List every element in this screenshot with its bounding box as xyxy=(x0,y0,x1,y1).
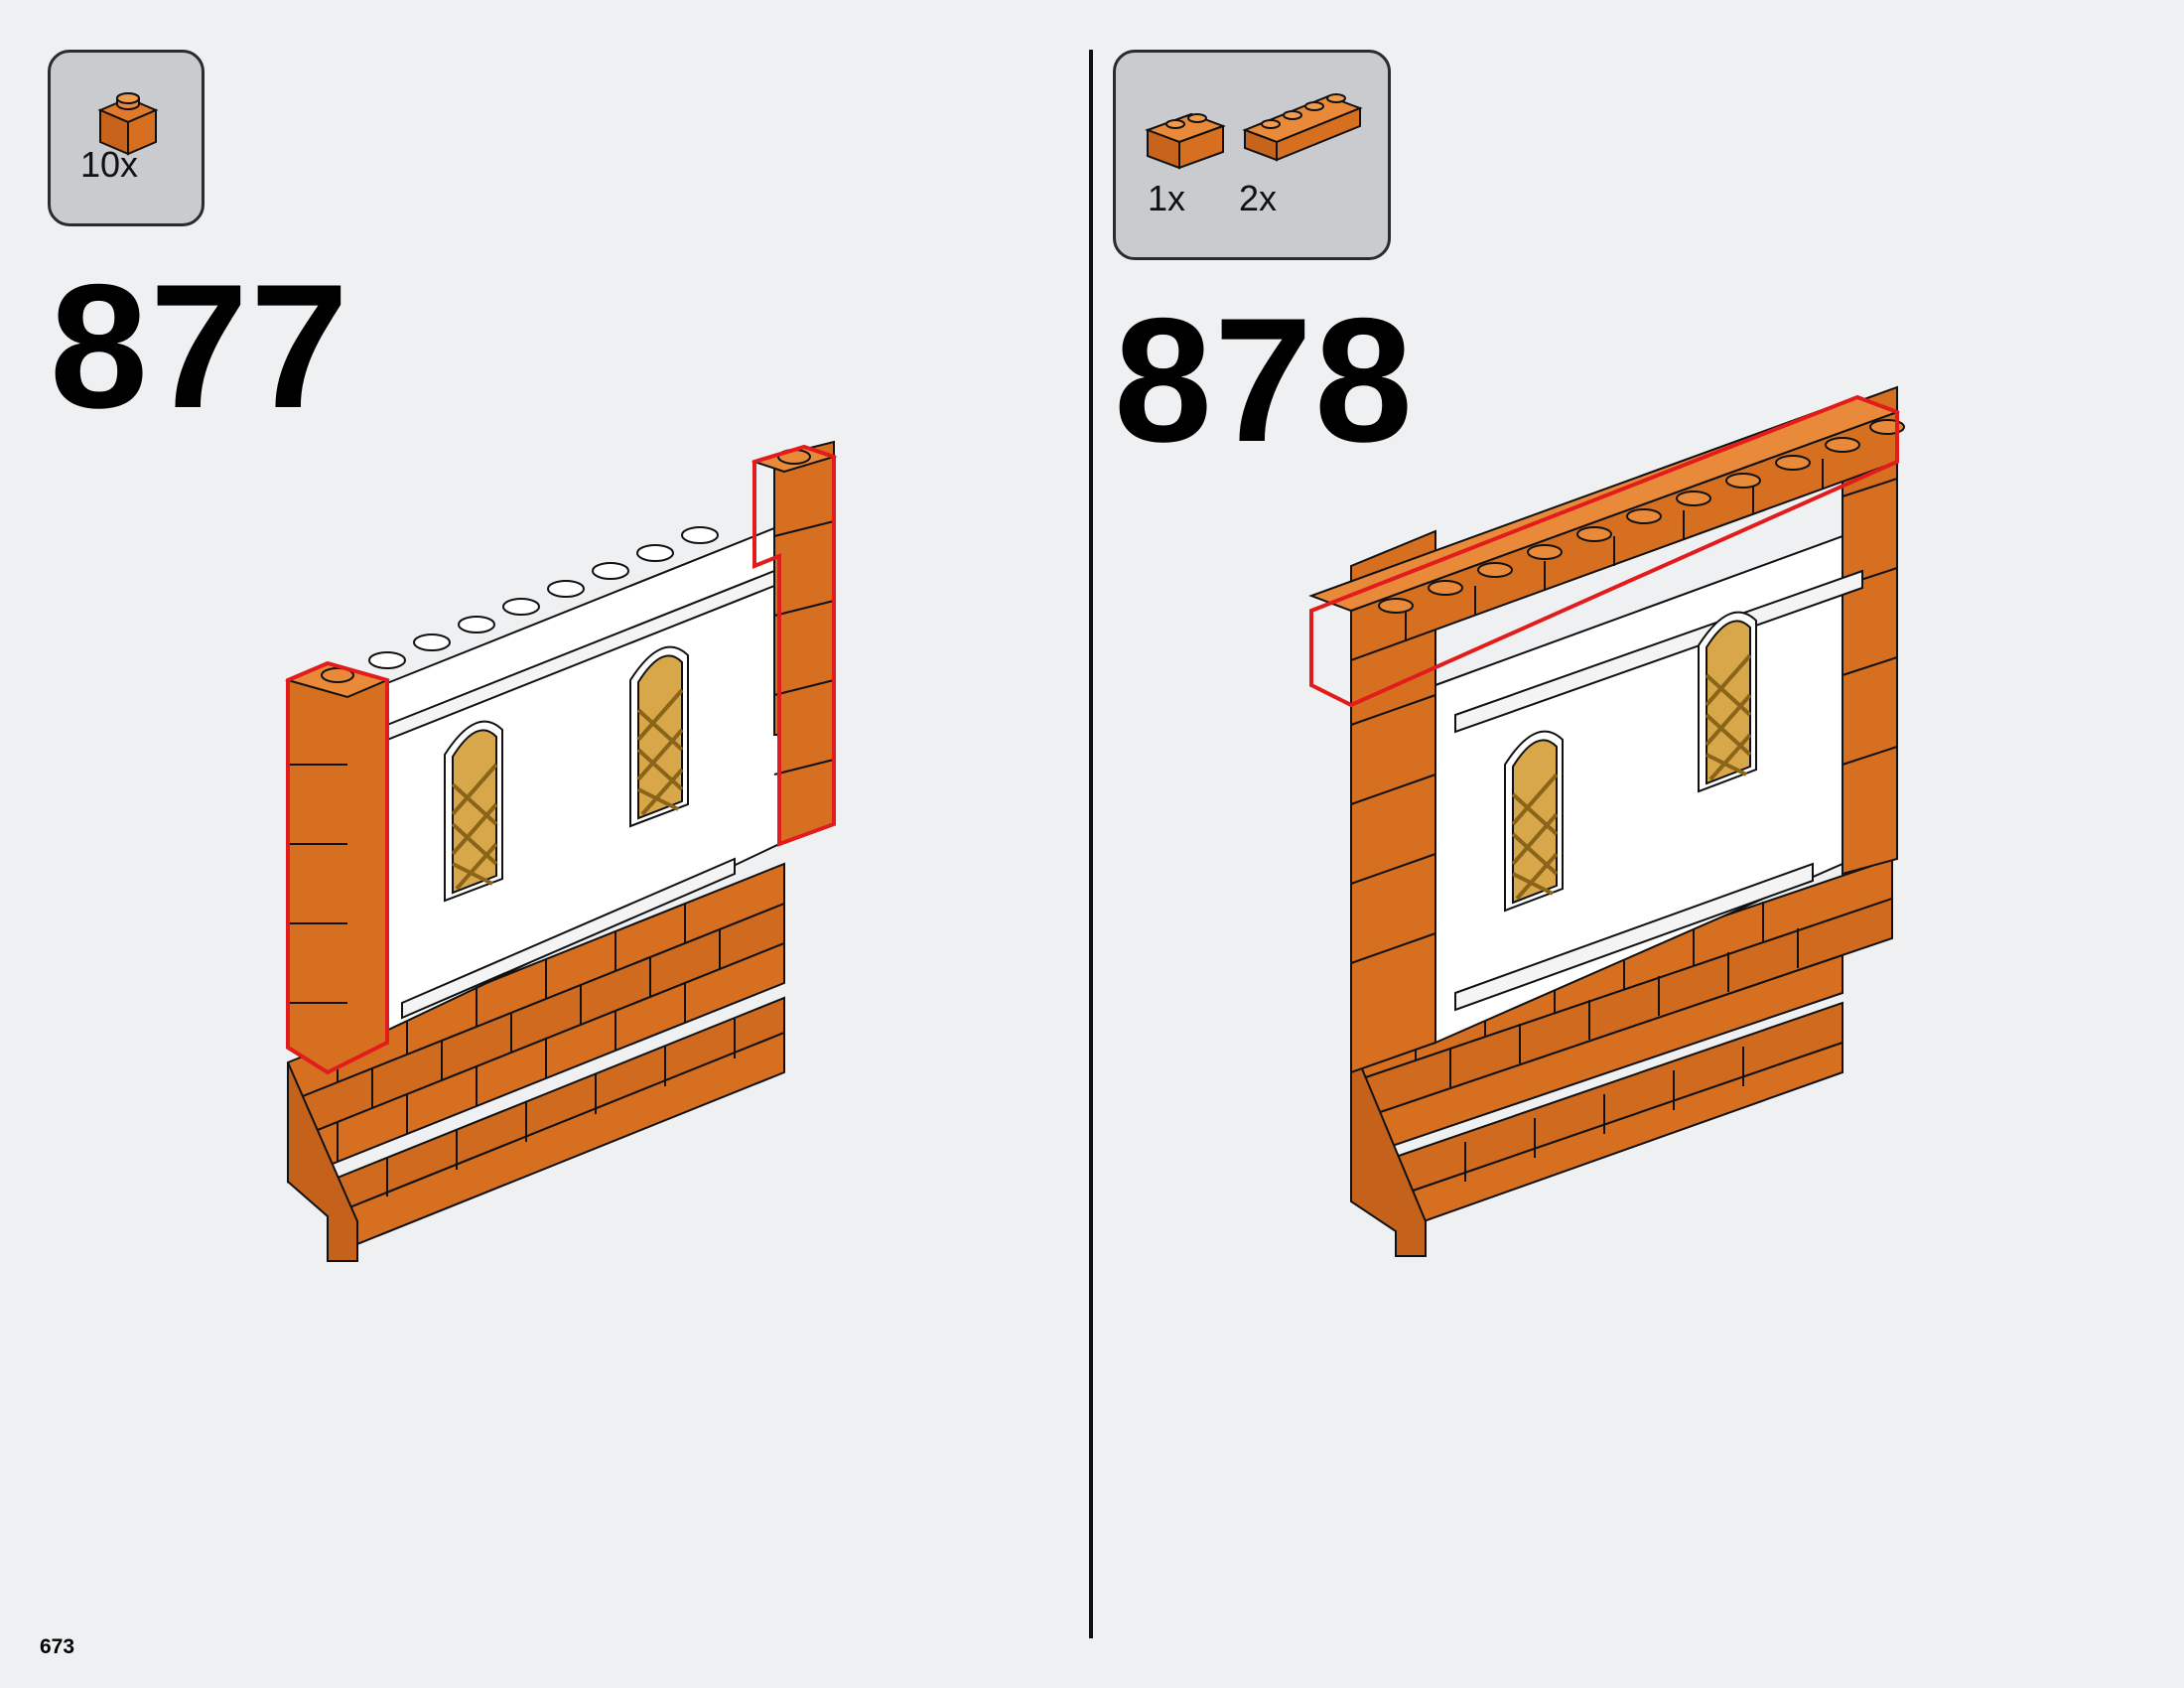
step-number: 877 xyxy=(50,247,350,445)
orange-masonry-brick-1x2-icon xyxy=(1145,112,1226,170)
step-877-parts-callout: 10x xyxy=(48,50,205,226)
new-orange-column-right xyxy=(751,440,838,847)
brick-wall-base xyxy=(1350,857,1893,1257)
arched-window-left xyxy=(444,720,503,903)
arched-window-right xyxy=(629,645,689,828)
part-quantity: 1x xyxy=(1148,178,1186,218)
new-masonry-brick-top-row xyxy=(1308,394,1905,708)
step-878-model-illustration xyxy=(1308,385,1905,1257)
arched-window-right xyxy=(1698,611,1757,793)
step-878-parts-callout: 1x 2x xyxy=(1113,50,1391,260)
step-number: 878 xyxy=(1114,281,1415,479)
part-quantity: 10x xyxy=(80,144,139,185)
step-877-model-illustration xyxy=(284,440,838,1262)
arched-window-left xyxy=(1504,730,1564,913)
step-divider xyxy=(1089,50,1093,1638)
part-quantity: 2x xyxy=(1239,178,1278,218)
brick-wall-base xyxy=(287,862,785,1262)
page-number: 673 xyxy=(40,1635,75,1658)
orange-brick-1x1-icon xyxy=(97,92,159,156)
new-orange-column-left xyxy=(284,660,391,1075)
white-studs xyxy=(368,526,719,669)
orange-masonry-brick-1x4-icon xyxy=(1242,93,1363,162)
